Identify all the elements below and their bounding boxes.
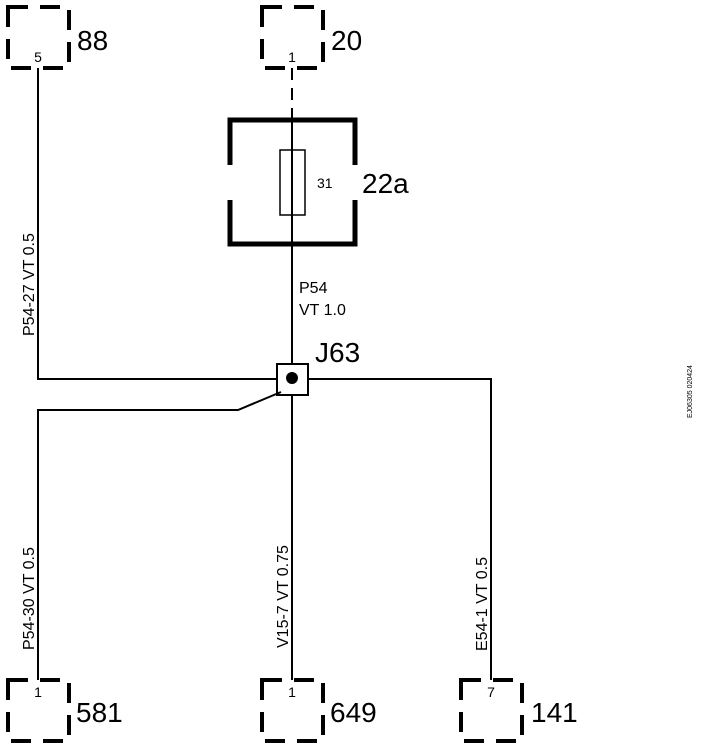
- wire-p54-circuit: P54: [299, 280, 328, 297]
- connector-581-label: 581: [76, 697, 123, 728]
- connector-649: 1 649: [260, 678, 377, 743]
- connector-20-label: 20: [331, 25, 362, 56]
- wire-p54-30-label: P54-30 VT 0.5: [21, 547, 38, 650]
- connector-88: 5 88: [6, 5, 108, 70]
- fuse-22a: 31 22a: [227, 117, 409, 247]
- diagram-code: EJ06305 020424: [687, 365, 694, 418]
- connector-581-pin: 1: [34, 684, 42, 700]
- connector-88-pin: 5: [34, 49, 42, 65]
- connector-141-label: 141: [531, 697, 578, 728]
- wire-e54-1: [308, 378, 492, 680]
- connector-649-pin: 1: [288, 684, 296, 700]
- fuse-component-label: 22a: [362, 168, 409, 199]
- connector-20: 1 20: [260, 5, 362, 70]
- junction-dot: [286, 372, 298, 384]
- wire-e54-1-label: E54-1 VT 0.5: [474, 557, 491, 651]
- connector-141-pin: 7: [487, 684, 495, 700]
- wire-p54-27-label: P54-27 VT 0.5: [21, 233, 38, 336]
- connector-141: 7 141: [459, 678, 578, 743]
- junction-j63: J63: [276, 337, 360, 396]
- junction-label: J63: [315, 337, 360, 368]
- wire-p54-30: [37, 391, 282, 680]
- wire-v15-7-label: V15-7 VT 0.75: [275, 545, 292, 648]
- connector-649-label: 649: [330, 697, 377, 728]
- connector-88-label: 88: [77, 25, 108, 56]
- wire-p54-spec: VT 1.0: [299, 302, 346, 319]
- fuse-number: 31: [317, 175, 333, 191]
- wire-p54-27: [37, 68, 277, 380]
- connector-581: 1 581: [6, 678, 123, 743]
- connector-20-pin: 1: [288, 49, 296, 65]
